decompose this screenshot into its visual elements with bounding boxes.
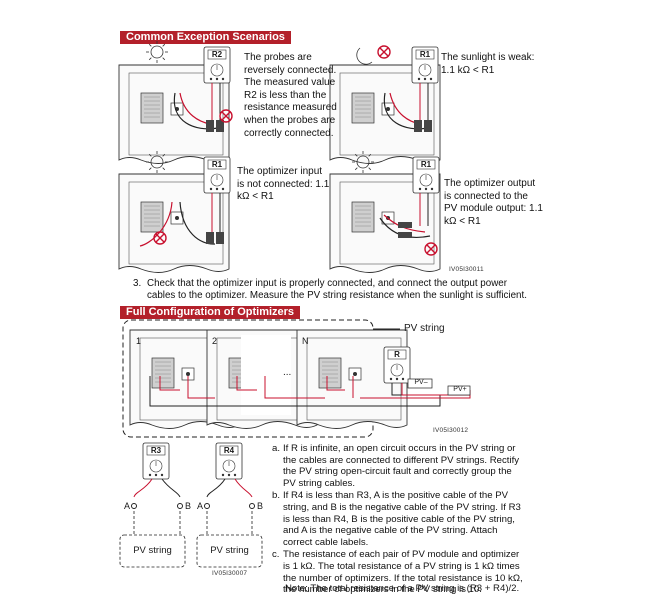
note-text: Note: The total resistance of a PV strin… — [285, 583, 520, 594]
note-marker: c. — [272, 549, 280, 561]
cable-b-label: B — [185, 501, 192, 511]
pv-string-label: PV string — [210, 545, 249, 556]
section-title-exceptions: Common Exception Scenarios — [120, 31, 291, 44]
note-text: The resistance of each pair of PV module… — [283, 549, 523, 596]
module-label: 2 — [212, 336, 218, 346]
scenario-text: The optimizer input is not connected: 1.… — [237, 166, 330, 203]
note-text: If R4 is less than R3, A is the positive… — [283, 490, 521, 548]
scenario-text: The probes are reversely connected. The … — [244, 52, 337, 139]
cable-b-label: B — [257, 501, 264, 511]
pv-string-label: PV string — [133, 545, 172, 556]
meter-label: R — [394, 350, 400, 359]
scenario-text: The sunlight is weak: 1.1 kΩ < R1 — [441, 52, 535, 76]
cable-a-label: A — [124, 501, 131, 511]
notes-list: a.If R is infinite, an open circuit occu… — [272, 443, 524, 597]
meter-label: R1 — [211, 160, 223, 169]
pv-plus-label: PV+ — [453, 386, 467, 393]
note-item: a.If R is infinite, an open circuit occu… — [272, 443, 524, 489]
module-label: N — [302, 336, 309, 346]
step-number: 3. — [133, 278, 142, 289]
figure-id: IV05I30012 — [433, 427, 469, 434]
meter-label: R1 — [420, 160, 432, 169]
figure-id: IV05I30011 — [449, 266, 484, 273]
note-marker: a. — [272, 443, 281, 454]
note-item: c.The resistance of each pair of PV modu… — [272, 549, 524, 595]
cable-a-label: A — [197, 501, 204, 511]
note-item: b.If R4 is less than R3, A is the positi… — [272, 490, 524, 548]
note-text: If R is infinite, an open circuit occurs… — [283, 443, 520, 489]
ellipsis: ... — [283, 367, 292, 378]
meter-label: R3 — [150, 446, 162, 455]
meter-label: R1 — [419, 50, 431, 59]
figure-id: IV05I30007 — [212, 570, 248, 577]
scenario-text: The optimizer output is connected to the… — [444, 178, 543, 227]
step-text: Check that the optimizer input is proper… — [147, 278, 527, 301]
meter-label: R2 — [211, 50, 223, 59]
meter-label: R4 — [223, 446, 235, 455]
section-title-full-config: Full Configuration of Optimizers — [120, 306, 301, 319]
note-marker: b. — [272, 490, 281, 502]
module-label: 1 — [136, 336, 142, 346]
pv-string-label: PV string — [404, 323, 445, 334]
pv-minus-label: PV– — [414, 379, 428, 386]
